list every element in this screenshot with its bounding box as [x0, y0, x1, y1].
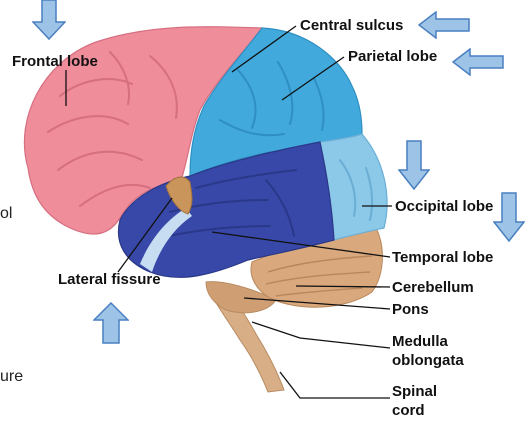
- arrow-down-icon: [32, 0, 66, 40]
- leader-parietal-lobe: [281, 56, 345, 101]
- edge-text-fragment-2: ure: [0, 368, 24, 385]
- label-lateral-fissure: Lateral fissure: [58, 271, 161, 288]
- arrow-up-icon: [93, 302, 129, 344]
- label-pons: Pons: [392, 301, 429, 318]
- lateral-fissure: [140, 208, 192, 272]
- arrow-down-icon: [398, 140, 430, 190]
- label-spinal-line1: Spinal: [392, 383, 438, 400]
- temporal-lobe: [118, 141, 335, 278]
- label-spinal-line2: cord: [392, 402, 425, 419]
- leader-lateral-fissure: [117, 197, 173, 273]
- leader-pons: [243, 297, 391, 310]
- label-spinal-cord: Spinal cord: [392, 382, 437, 420]
- label-parietal-lobe: Parietal lobe: [348, 48, 438, 65]
- label-medulla-oblongata: Medulla oblongata: [392, 332, 464, 370]
- label-frontal-lobe: Frontal lobe: [12, 53, 98, 70]
- label-occipital-lobe: Occipital lobe: [395, 198, 494, 215]
- label-medulla-line1: Medulla: [392, 333, 448, 350]
- leader-spinal-cord: [279, 371, 390, 399]
- spinal-cord: [211, 285, 285, 393]
- leader-temporal-lobe: [211, 231, 391, 258]
- pons: [205, 281, 277, 314]
- frontal-lobe: [23, 26, 264, 235]
- arrow-left-icon: [418, 11, 470, 39]
- label-medulla-line2: oblongata: [392, 352, 464, 369]
- label-central-sulcus: Central sulcus: [300, 17, 404, 34]
- label-temporal-lobe: Temporal lobe: [392, 249, 494, 266]
- leader-central-sulcus: [231, 25, 297, 73]
- edge-text-fragment-1: ol: [0, 205, 13, 222]
- leader-cerebellum: [295, 285, 391, 288]
- arrow-left-icon: [452, 48, 504, 76]
- insula: [165, 176, 193, 215]
- arrow-down-icon: [493, 192, 525, 242]
- leader-medulla: [251, 321, 391, 349]
- label-cerebellum: Cerebellum: [392, 279, 474, 296]
